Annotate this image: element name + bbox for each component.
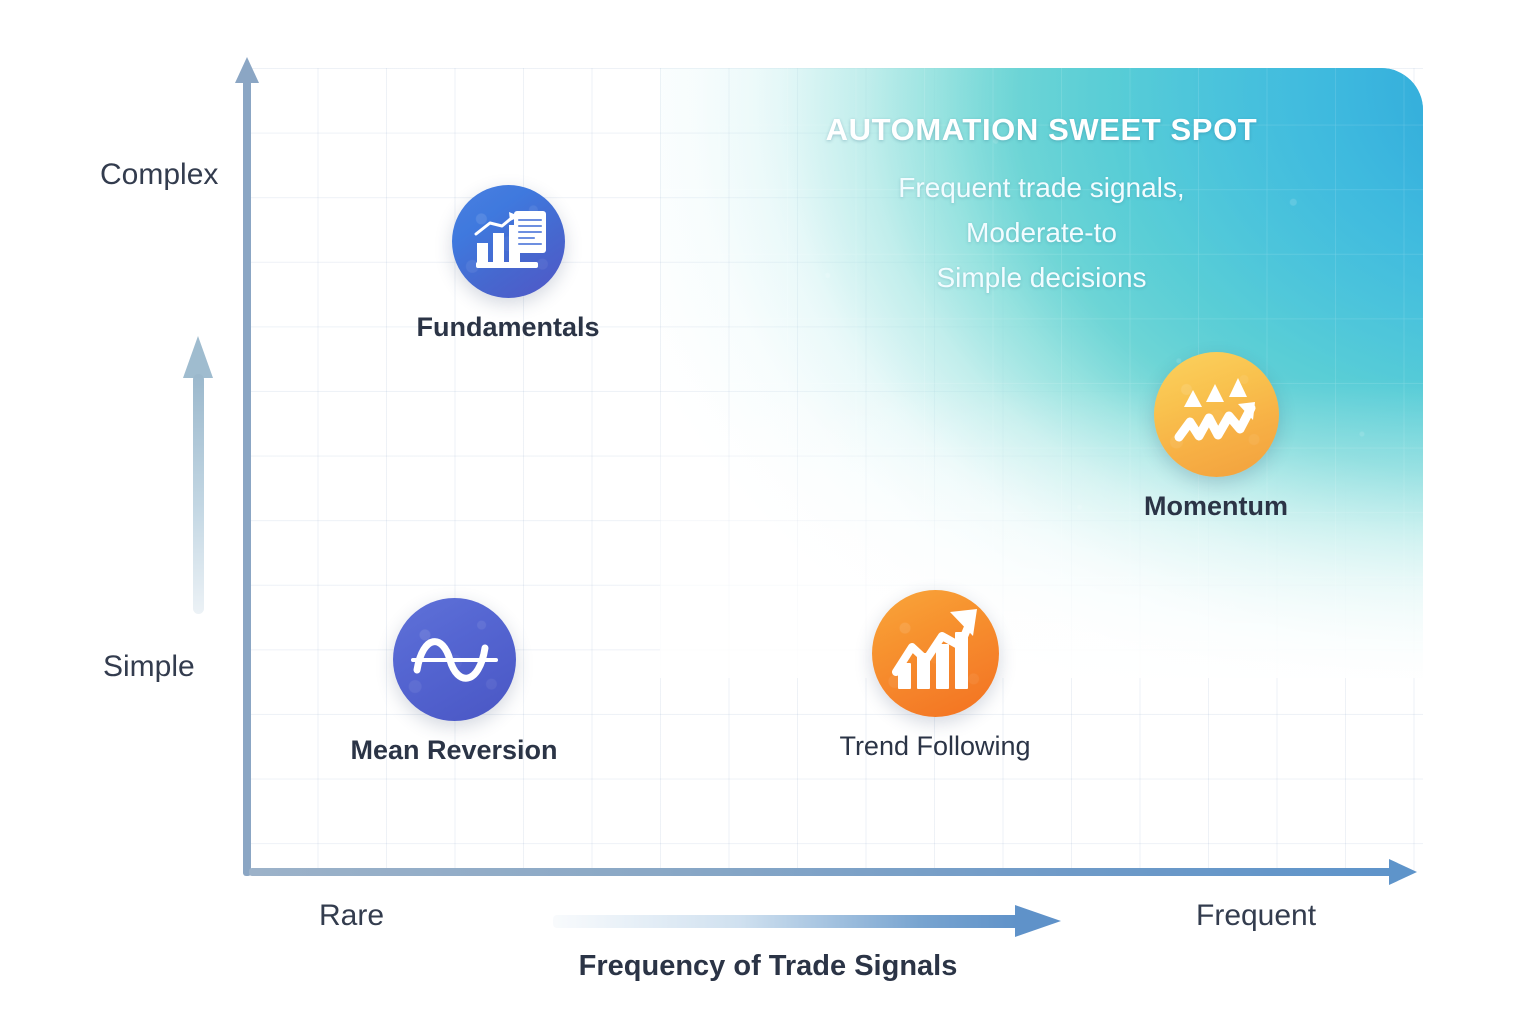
x-axis-line bbox=[249, 868, 1399, 876]
y-axis-label-complex: Complex bbox=[100, 158, 219, 191]
x-axis-title: Frequency of Trade Signals bbox=[578, 950, 958, 982]
y-axis-arrowhead-icon bbox=[235, 57, 259, 83]
x-axis-arrowhead-icon bbox=[1389, 859, 1417, 885]
trend-following-bubble[interactable] bbox=[871, 590, 999, 717]
y-axis-line bbox=[243, 68, 251, 876]
x-axis-label-frequent: Frequent bbox=[1196, 899, 1317, 932]
bar-chart-document-icon bbox=[474, 211, 546, 268]
data-point-mean-reversion[interactable]: Mean Reversion bbox=[325, 598, 583, 766]
mean-reversion-label: Mean Reversion bbox=[350, 735, 558, 765]
fundamentals-bubble[interactable] bbox=[451, 185, 565, 298]
y-axis-label-simple: Simple bbox=[103, 650, 195, 683]
trend-following-label: Trend Following bbox=[839, 731, 1031, 761]
data-point-trend-following[interactable]: Trend Following bbox=[810, 590, 1060, 762]
complexity-direction-arrow-icon bbox=[183, 336, 213, 614]
frequency-direction-arrow-icon bbox=[553, 905, 1063, 937]
data-point-momentum[interactable]: Momentum bbox=[1090, 352, 1342, 522]
zigzag-arrow-triangles-icon bbox=[1174, 378, 1255, 442]
momentum-bubble[interactable] bbox=[1153, 352, 1279, 477]
rising-bars-arrow-icon bbox=[891, 609, 977, 689]
fundamentals-label: Fundamentals bbox=[416, 312, 600, 342]
x-axis-label-rare: Rare bbox=[319, 899, 385, 932]
mean-reversion-bubble[interactable] bbox=[392, 598, 516, 721]
data-point-fundamentals[interactable]: Fundamentals bbox=[377, 185, 639, 343]
sine-wave-icon bbox=[410, 638, 498, 682]
momentum-label: Momentum bbox=[1144, 491, 1288, 521]
automation-sweet-spot-region bbox=[660, 68, 1423, 678]
sweet-spot-bottom-fade bbox=[660, 378, 1423, 678]
